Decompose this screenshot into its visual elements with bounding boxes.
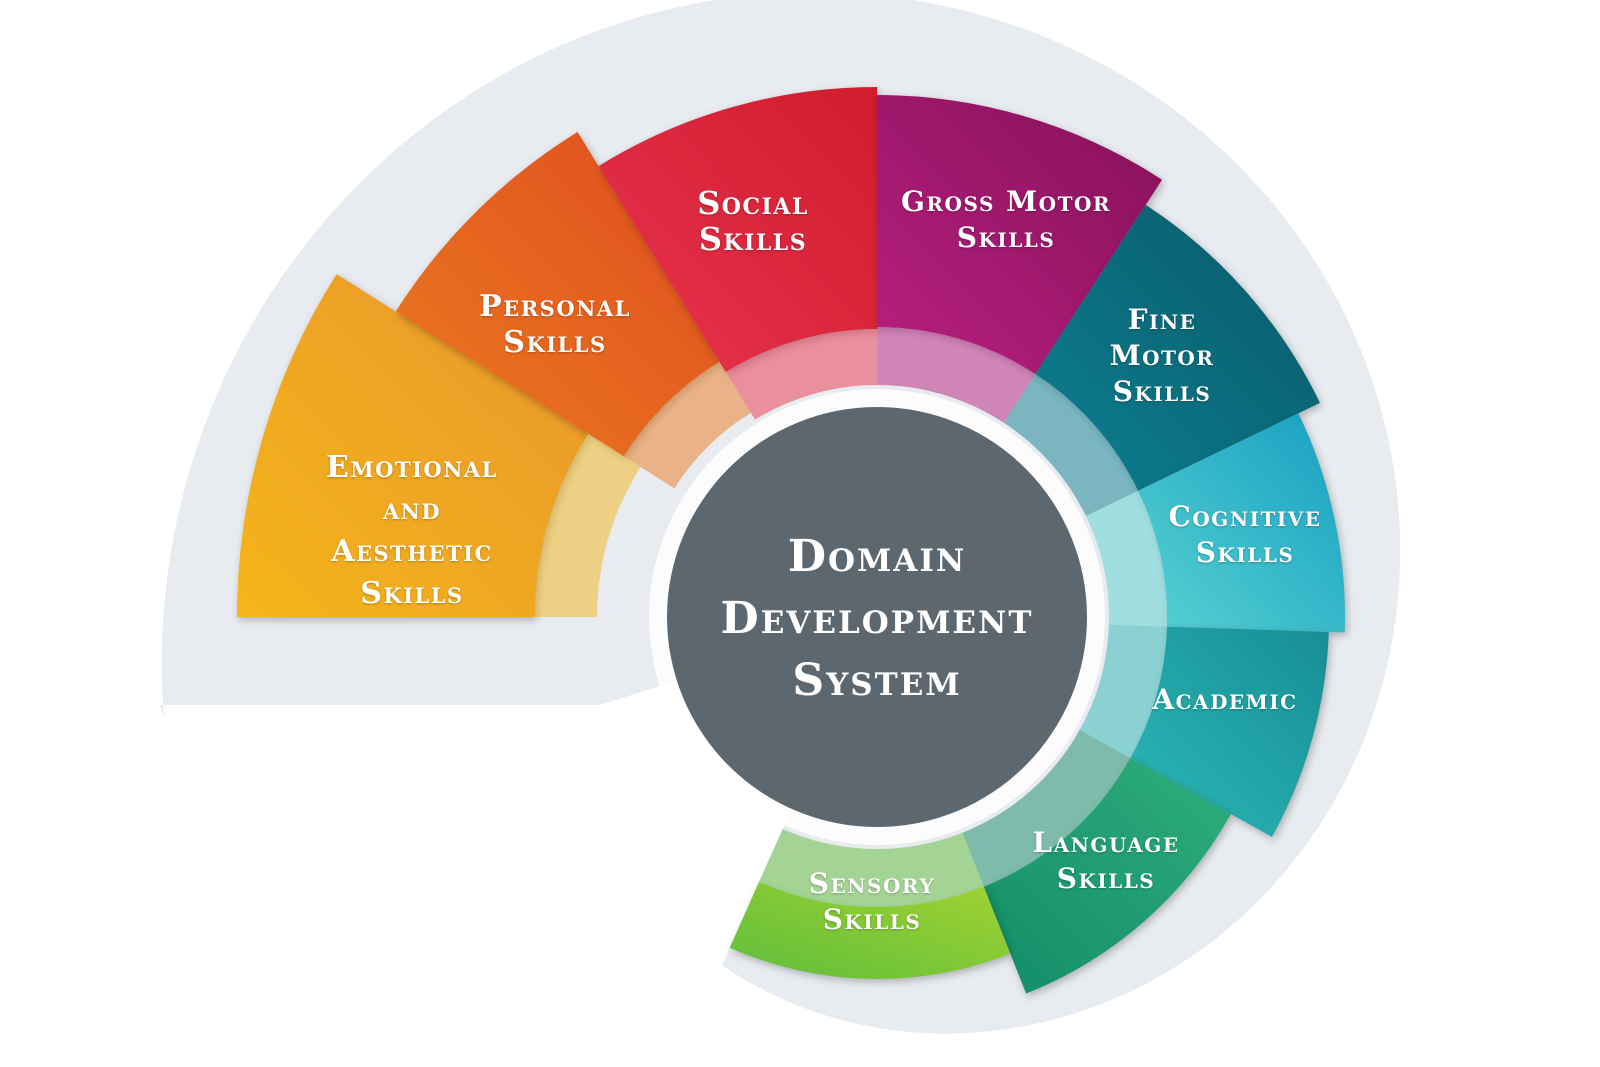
label-line: and [382,492,442,527]
label-line: Social [697,184,809,222]
inner-ring-gross-motor [877,327,1036,423]
label-personal: Personal Skills [479,289,631,361]
label-line: Skills [360,576,464,611]
label-language: Language Skills [1032,825,1179,897]
segment-emotional [237,274,589,617]
label-line: Skills [1195,536,1295,569]
label-sensory: Sensory Skills [809,866,935,938]
label-line: Motor [1109,339,1215,372]
inner-ring-social [725,329,877,420]
label-line: Emotional [326,450,498,485]
inner-ring-fine-motor [1003,374,1139,517]
label-line: Academic [1152,683,1298,716]
segment-cognitive [1138,413,1345,633]
segment-academic [1130,626,1329,837]
label-line: Skills [822,903,922,936]
inner-ring-sensory [759,828,984,907]
label-line: Skills [503,325,607,360]
label-cognitive: Cognitive Skills [1169,499,1322,571]
inner-ring-emotional [535,433,641,617]
label-line: Aesthetic [331,534,493,569]
label-line: Cognitive [1168,500,1322,533]
label-social: Social Skills [697,185,809,257]
label-academic: Academic [1152,682,1297,718]
title-line: Development [720,593,1034,644]
segment-social [598,87,877,372]
label-line: Language [1032,826,1180,859]
segment-sensory [729,881,1011,979]
label-line: Skills [956,221,1056,254]
label-line: Skills [1056,862,1156,895]
inner-ring-cognitive [1085,490,1167,627]
label-line: Fine [1127,303,1197,336]
segment-personal [395,132,720,457]
inner-ring-academic [1079,624,1167,759]
label-line: Personal [479,289,631,324]
segment-gross-motor [877,95,1163,375]
segment-fine-motor [1035,204,1320,491]
label-fine-motor: Fine Motor Skills [1110,302,1215,410]
title-line: System [792,655,962,706]
center-title: Domain Development System [721,526,1034,712]
title-line: Domain [787,531,967,582]
inner-ring-language [962,729,1131,887]
center-circle [667,407,1087,827]
label-line: Sensory [808,867,936,900]
label-line: Skills [1112,375,1212,408]
label-emotional: Emotional and Aesthetic Skills [326,447,498,615]
inner-ring-personal [623,361,751,489]
segment-language [983,758,1231,994]
label-line: Skills [698,220,808,258]
label-line: Gross Motor [901,185,1111,218]
label-gross-motor: Gross Motor Skills [901,184,1111,256]
